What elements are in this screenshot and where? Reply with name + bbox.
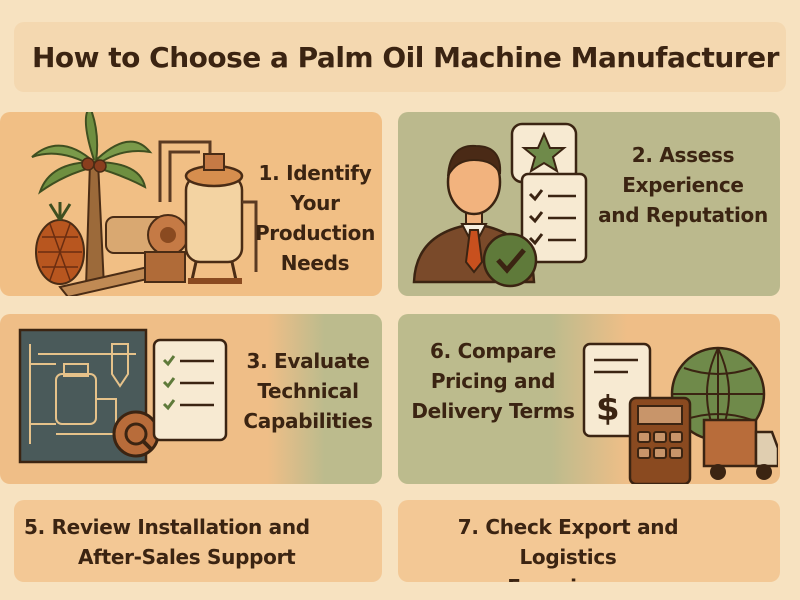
page-title: How to Choose a Palm Oil Machine Manufac… [32,40,779,74]
card-evaluate-technical-text: 3. Evaluate Technical Capabilities [238,346,378,436]
step-1-line-2: Your [290,191,340,215]
step-6-line-3: Delivery Terms [411,399,575,423]
step-3-line-2: Technical [257,379,359,403]
step-6-line-1: 6. Compare [430,339,556,363]
step-5-line-1: 5. Review Installation and [24,515,310,539]
card-review-installation-text: 5. Review Installation and After-Sales S… [24,512,314,572]
step-3-line-1: 3. Evaluate [246,349,370,373]
blueprint-magnifier-icon [18,328,228,464]
step-7-line-2: Experience [408,572,728,582]
step-1-line-1: 1. Identify [258,161,372,185]
invoice-calculator-globe-truck-icon: $ [582,342,778,484]
card-assess-experience-text: 2. Assess Experience and Reputation [588,140,778,230]
step-6-line-2: Pricing and [430,369,556,393]
palm-oil-machine-icon [31,112,258,296]
card-identify-needs-text: 1. Identify Your Production Needs [250,158,380,278]
title-bar: How to Choose a Palm Oil Machine Manufac… [14,22,786,92]
step-7-line-1: 7. Check Export and Logistics [457,515,679,569]
step-2-line-3: and Reputation [598,203,768,227]
card-identify-needs: 1. Identify Your Production Needs [0,112,382,296]
step-1-line-4: Needs [280,251,350,275]
step-3-line-3: Capabilities [243,409,373,433]
card-assess-experience: 2. Assess Experience and Reputation [398,112,780,296]
card-check-export-text: 7. Check Export and Logistics Experience [408,512,728,582]
card-compare-pricing: 6. Compare Pricing and Delivery Terms $ [398,314,780,484]
step-2-line-1: 2. Assess [631,143,735,167]
card-compare-pricing-text: 6. Compare Pricing and Delivery Terms [404,336,582,426]
card-review-installation: 5. Review Installation and After-Sales S… [14,500,382,582]
step-1-line-3: Production [254,221,376,245]
svg-text:$: $ [596,389,620,429]
step-2-line-2: Experience [622,173,744,197]
step-5-line-2: After-Sales Support [78,545,296,569]
card-evaluate-technical: 3. Evaluate Technical Capabilities [0,314,382,484]
card-check-export: 7. Check Export and Logistics Experience [398,500,780,582]
businessman-review-icon [412,122,588,288]
